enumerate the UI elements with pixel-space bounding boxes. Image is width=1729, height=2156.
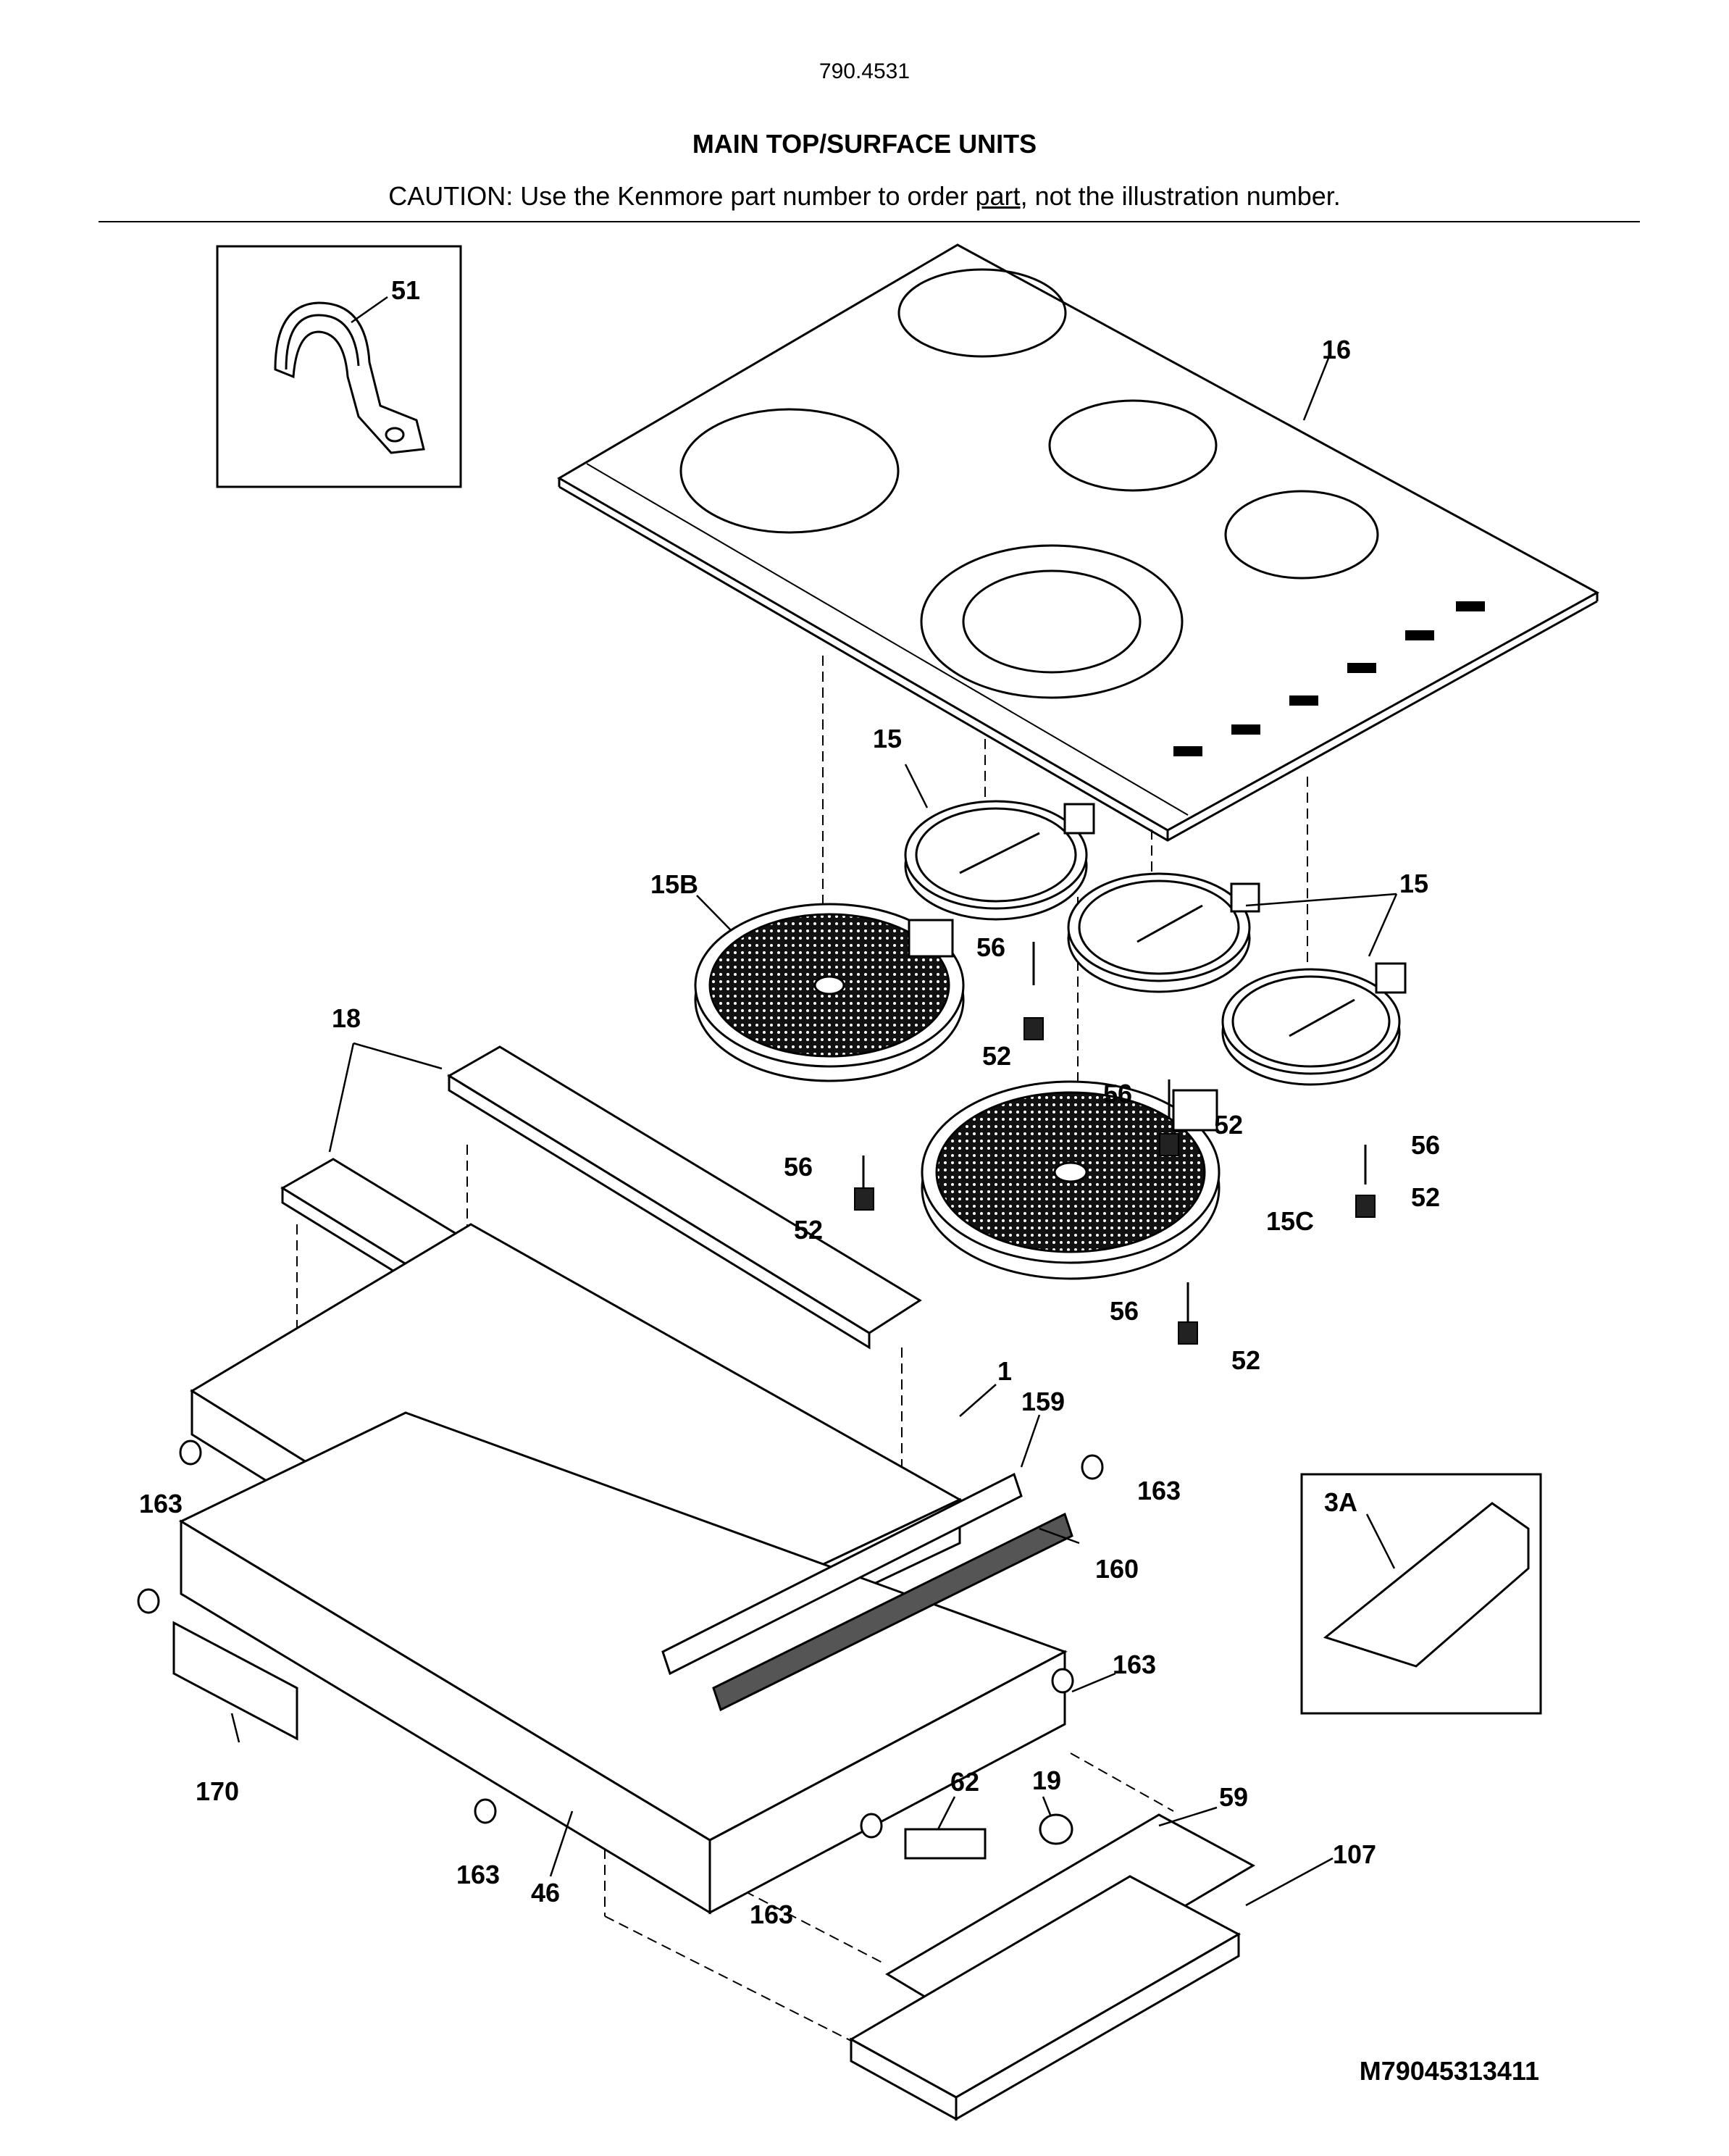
radiant-element-15-top bbox=[904, 800, 1095, 921]
leader-lines bbox=[230, 296, 1398, 1907]
lower-bracket-59-107 bbox=[848, 1813, 1256, 2121]
radiant-element-15b bbox=[694, 903, 965, 1082]
callout-15-right: 15 bbox=[1399, 869, 1428, 898]
callout-107: 107 bbox=[1333, 1839, 1376, 1869]
nuts-52 bbox=[854, 1017, 1376, 1345]
strip-159-160 bbox=[661, 1472, 1073, 1712]
caution-text: CAUTION: Use the Kenmore part number to … bbox=[388, 181, 976, 211]
model-number: 790.4531 bbox=[819, 59, 910, 83]
radiant-element-15c bbox=[921, 1080, 1221, 1280]
callout-59: 59 bbox=[1219, 1782, 1248, 1812]
callout-56-b: 56 bbox=[1103, 1079, 1132, 1108]
drawing-number: M79045313411 bbox=[1359, 2056, 1539, 2086]
callout-52-e: 52 bbox=[1231, 1345, 1260, 1375]
caution-underlined-word: part bbox=[975, 181, 1021, 211]
callout-52-c: 52 bbox=[794, 1215, 823, 1245]
callout-16: 16 bbox=[1322, 335, 1351, 364]
callout-1: 1 bbox=[997, 1356, 1012, 1386]
callout-3a: 3A bbox=[1324, 1487, 1357, 1517]
callout-159: 159 bbox=[1021, 1387, 1065, 1416]
callout-163-e: 163 bbox=[750, 1900, 793, 1929]
callout-52-a: 52 bbox=[982, 1041, 1011, 1071]
radiant-element-15-middle bbox=[1067, 872, 1260, 993]
callout-15b: 15B bbox=[650, 869, 698, 899]
spacers-163 bbox=[137, 1440, 1104, 1839]
radiant-element-15-right bbox=[1221, 962, 1407, 1086]
callout-19: 19 bbox=[1032, 1766, 1061, 1795]
callout-51: 51 bbox=[391, 275, 420, 305]
callout-163-c: 163 bbox=[1113, 1650, 1156, 1679]
lower-box-46 bbox=[178, 1411, 1068, 1915]
callout-56-c: 56 bbox=[784, 1152, 813, 1182]
panel-170 bbox=[172, 1621, 298, 1741]
callout-56-e: 56 bbox=[1110, 1296, 1139, 1326]
callout-163-a: 163 bbox=[139, 1489, 183, 1518]
callout-160: 160 bbox=[1095, 1554, 1139, 1584]
page-title: MAIN TOP/SURFACE UNITS bbox=[692, 129, 1037, 159]
callout-46: 46 bbox=[531, 1878, 560, 1908]
callout-18: 18 bbox=[332, 1003, 361, 1033]
callout-15c: 15C bbox=[1266, 1206, 1314, 1236]
callout-163-d: 163 bbox=[456, 1860, 500, 1889]
callout-52-d: 52 bbox=[1411, 1182, 1440, 1212]
inset-clamp-51 bbox=[216, 245, 462, 488]
callout-56-a: 56 bbox=[976, 932, 1005, 962]
header-rule bbox=[99, 221, 1640, 222]
callout-56-d: 56 bbox=[1411, 1130, 1440, 1160]
inset-bracket-3a bbox=[1300, 1473, 1542, 1715]
callout-15-top: 15 bbox=[873, 724, 902, 753]
callout-170: 170 bbox=[196, 1776, 239, 1806]
caution-text-end: , not the illustration number. bbox=[1020, 181, 1341, 211]
caution-note: CAUTION: Use the Kenmore part number to … bbox=[0, 181, 1729, 212]
callout-52-b: 52 bbox=[1214, 1110, 1243, 1140]
callout-163-b: 163 bbox=[1137, 1476, 1181, 1505]
glass-cooktop-16 bbox=[557, 243, 1600, 842]
callout-62: 62 bbox=[950, 1767, 979, 1797]
